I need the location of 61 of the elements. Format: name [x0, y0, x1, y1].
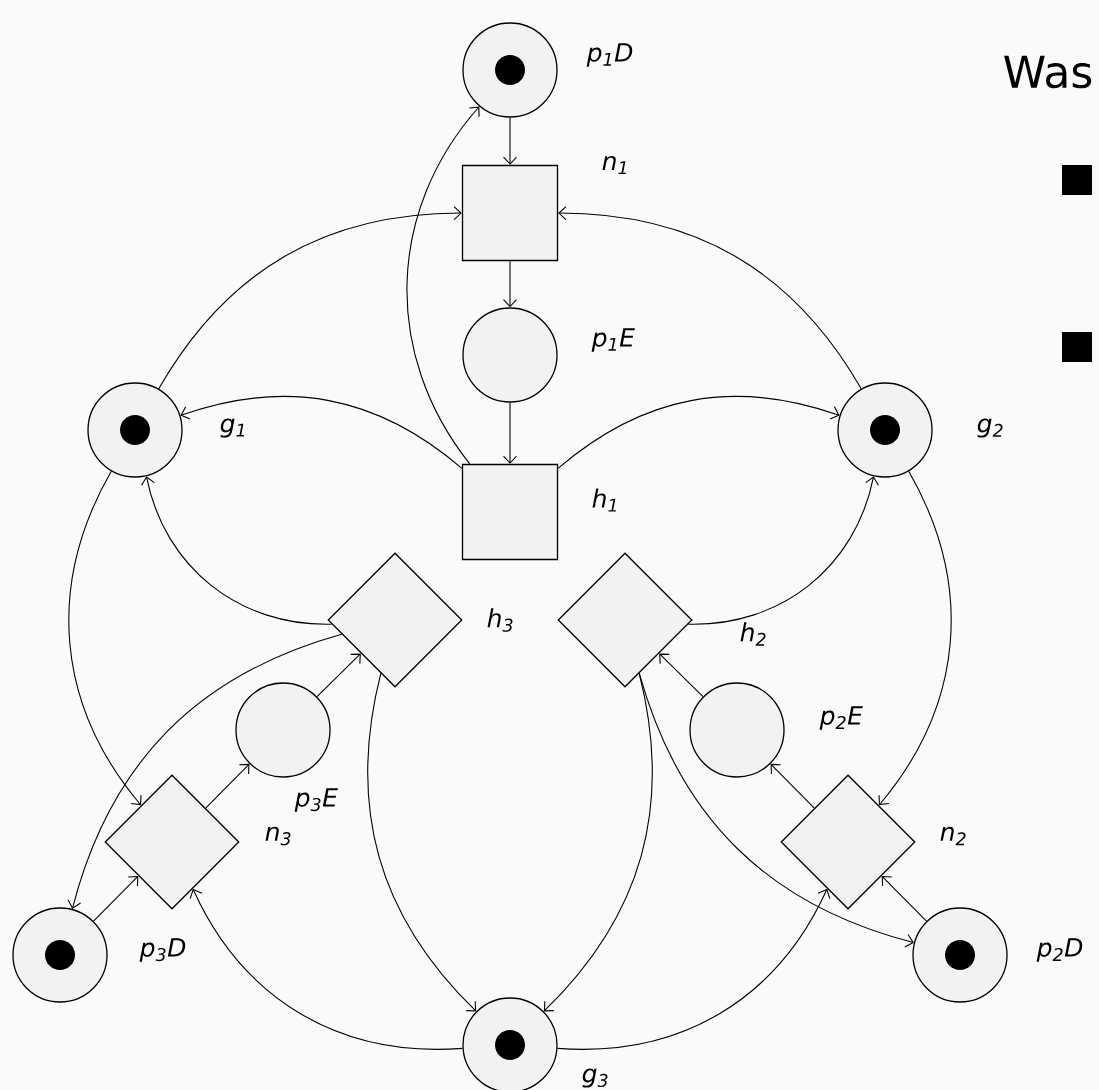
place-label: p$_{1}$E [591, 328, 635, 352]
place-label: g$_{3}$ [582, 1068, 608, 1088]
transition-diamond [780, 774, 916, 910]
arrow [557, 395, 840, 469]
place-circle [689, 682, 785, 778]
place-circle [462, 997, 558, 1090]
arrow [878, 470, 952, 806]
token-dot [120, 415, 150, 445]
place-label: p$_{3}$E [294, 788, 338, 812]
transition-box [461, 463, 559, 561]
place-circle [12, 907, 108, 1003]
place-label: h$_{3}$ [487, 608, 513, 632]
place-circle [462, 22, 558, 118]
arrow [638, 672, 914, 948]
token-dot [945, 940, 975, 970]
arrow [558, 206, 862, 390]
arrow [659, 653, 704, 698]
arrow [67, 633, 343, 909]
place-circle [87, 382, 183, 478]
place-circle [235, 682, 331, 778]
arrow [406, 106, 480, 465]
token-dot [45, 940, 75, 970]
place-label: g$_{1}$ [220, 418, 244, 438]
place-label: p$_{3}$D [139, 938, 186, 962]
place-label: h$_{2}$ [740, 622, 766, 646]
place-label: n$_{2}$ [940, 826, 966, 846]
transition-diamond [327, 552, 463, 688]
place-label: n$_{1}$ [602, 155, 626, 175]
place-circle [912, 907, 1008, 1003]
arrow [316, 653, 361, 698]
transition-box [461, 164, 559, 262]
arrow [367, 672, 477, 1012]
arrow [68, 470, 142, 806]
arrow [770, 763, 815, 809]
arrow [543, 672, 653, 1012]
place-label: g$_{2}$ [977, 418, 1003, 438]
token-dot [870, 415, 900, 445]
token-dot [495, 55, 525, 85]
place-label: p$_{1}$D [586, 43, 633, 67]
place-circle [462, 307, 558, 403]
arrow [158, 206, 462, 390]
arrow [205, 763, 250, 809]
arrow [189, 888, 464, 1050]
arrow [141, 476, 333, 625]
place-label: h$_{1}$ [592, 488, 616, 512]
arrow [180, 395, 463, 469]
arrow [502, 260, 518, 308]
heading: Was [1004, 55, 1092, 89]
arrow [557, 888, 831, 1050]
transition-diamond [557, 552, 693, 688]
arrow [881, 875, 927, 922]
arrow [502, 117, 518, 165]
place-label: p$_{2}$E [819, 706, 863, 730]
place-label: n$_{3}$ [265, 826, 291, 846]
place-label: p$_{2}$D [1036, 938, 1083, 962]
transition-diamond [104, 774, 240, 910]
place-circle [837, 382, 933, 478]
arrow [93, 875, 139, 922]
arrow [687, 476, 879, 625]
token-dot [495, 1030, 525, 1060]
arrow [502, 402, 518, 464]
